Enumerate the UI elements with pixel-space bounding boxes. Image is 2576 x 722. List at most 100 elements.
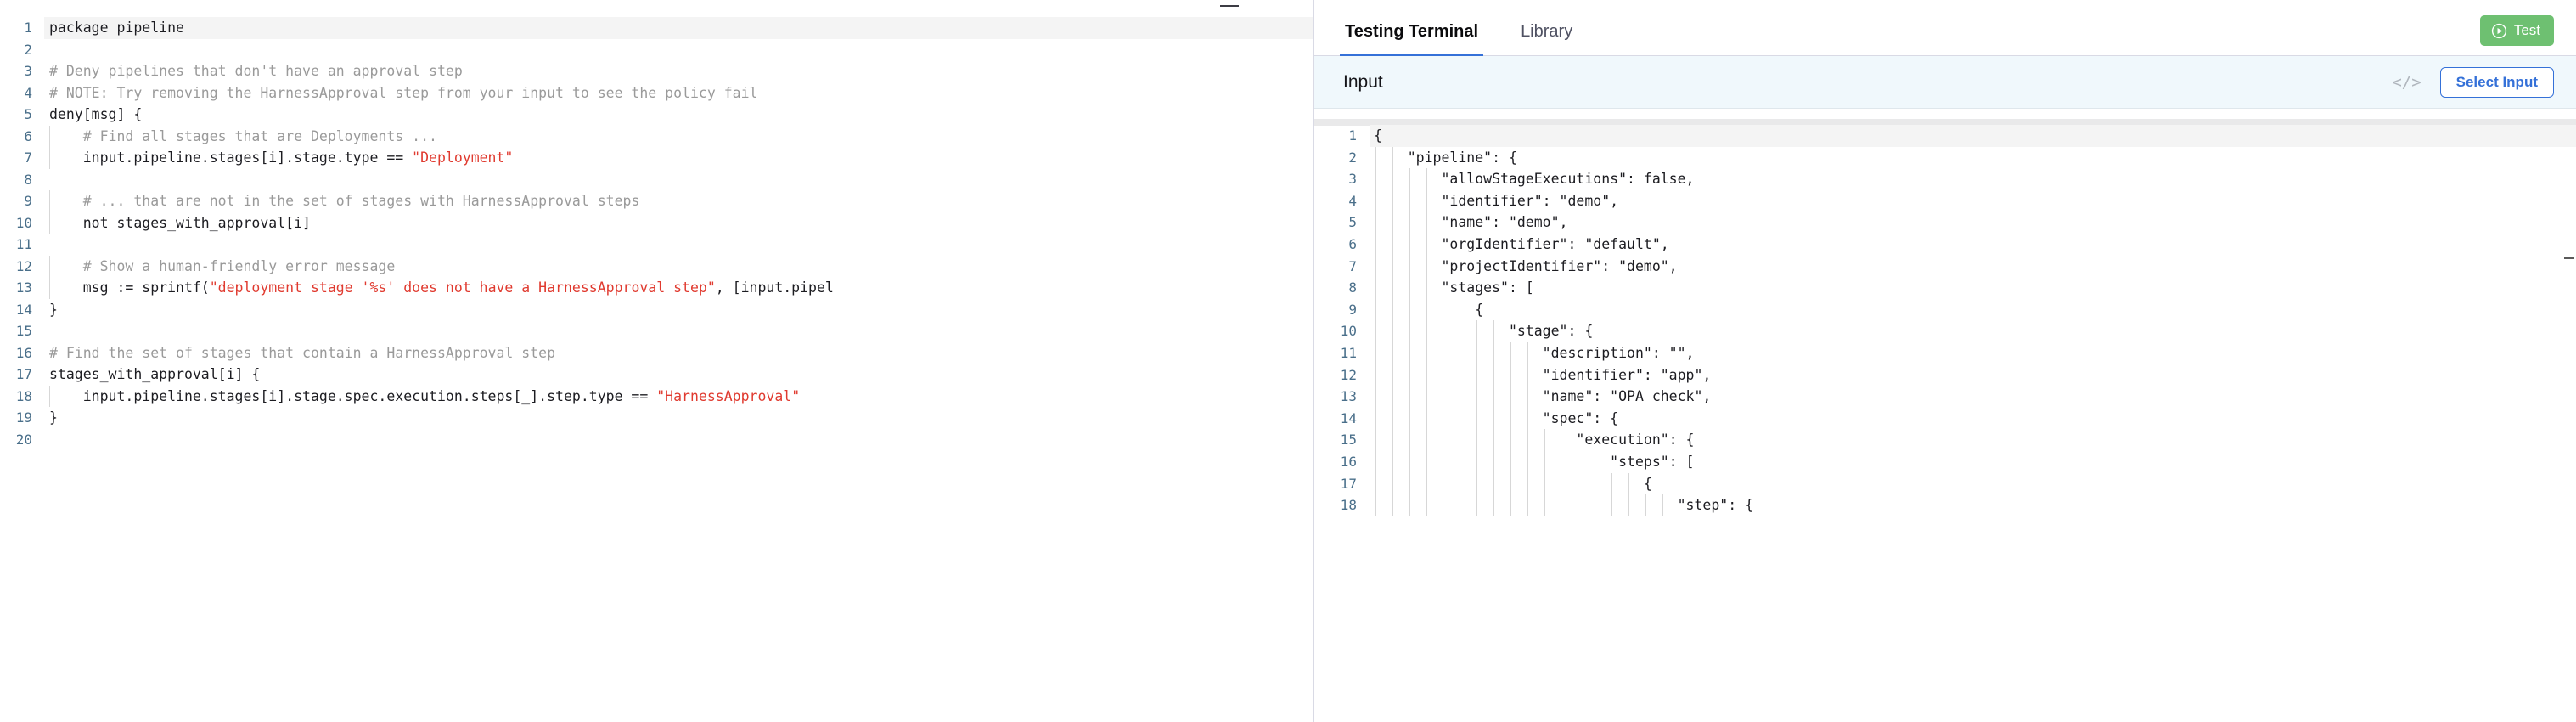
indent-guide (1409, 386, 1410, 408)
select-input-button[interactable]: Select Input (2439, 66, 2554, 98)
json-line: 7 "projectIdentifier": "demo", (1314, 255, 2576, 278)
json-line-text: "execution": { (1370, 429, 2576, 451)
json-line-number: 7 (1348, 257, 1357, 274)
json-line-number: 10 (1340, 323, 1357, 340)
indent-guide (1392, 450, 1393, 473)
code-line-number: 19 (15, 409, 32, 426)
indent-guide (1527, 450, 1528, 473)
minimize-icon[interactable] (1220, 5, 1239, 7)
json-line: 3 "allowStageExecutions": false, (1314, 168, 2576, 190)
code-token-plain: , [input.pipel (715, 279, 834, 296)
code-line-number: 6 (24, 127, 32, 144)
indent-guide (1426, 212, 1427, 234)
indent-guide (1645, 494, 1646, 516)
indent-guide (1476, 386, 1478, 408)
indent-guide (1493, 429, 1495, 451)
indent-guide (1510, 341, 1511, 364)
code-view-icon[interactable]: </> (2392, 72, 2421, 92)
json-topbar (1314, 109, 2576, 119)
code-line: 16# Find the set of stages that contain … (0, 342, 1313, 364)
indent-guide (1544, 494, 1545, 516)
code-token-plain: stages_with_approval[i] { (49, 366, 261, 382)
code-token-string: "HarnessApproval" (656, 387, 801, 404)
json-line-text: "allowStageExecutions": false, (1370, 168, 2576, 190)
code-line-number: 17 (15, 366, 32, 382)
json-line: 13 "name": "OPA check", (1314, 386, 2576, 408)
json-line: 9 { (1314, 298, 2576, 321)
code-line-text: } (44, 299, 1313, 321)
code-line-text: # Deny pipelines that don't have an appr… (44, 60, 1313, 82)
code-line: 4# NOTE: Try removing the HarnessApprova… (0, 82, 1313, 104)
code-line: 7 input.pipeline.stages[i].stage.type ==… (0, 147, 1313, 169)
indent-guide (1375, 472, 1376, 495)
code-line-text (44, 169, 1313, 191)
indent-guide (1375, 255, 1376, 278)
indent-guide (1375, 320, 1376, 342)
code-line-text: input.pipeline.stages[i].stage.type == "… (44, 147, 1313, 169)
terminal-tabbar: Testing Terminal Library Test (1314, 0, 2576, 56)
json-line-text: "orgIdentifier": "default", (1370, 233, 2576, 256)
indent-guide (1476, 407, 1478, 430)
json-line-number: 4 (1348, 192, 1357, 209)
vertical-scrollbar-mark[interactable] (2564, 257, 2574, 259)
code-line-text: stages_with_approval[i] { (44, 364, 1313, 386)
code-line: 6 # Find all stages that are Deployments… (0, 125, 1313, 147)
code-line-number: 2 (24, 41, 32, 58)
indent-guide (1426, 189, 1427, 212)
code-token-comment: # NOTE: Try removing the HarnessApproval… (49, 84, 758, 101)
json-line-number: 18 (1340, 497, 1357, 514)
code-line: 13 msg := sprintf("deployment stage '%s'… (0, 277, 1313, 299)
indent-guide (1409, 212, 1410, 234)
indent-guide (1392, 386, 1393, 408)
json-line: 12 "identifier": "app", (1314, 364, 2576, 386)
json-line: 2 "pipeline": { (1314, 146, 2576, 169)
indent-guide (1426, 386, 1427, 408)
code-line-number: 20 (15, 431, 32, 448)
json-line-number: 8 (1348, 279, 1357, 296)
test-button[interactable]: Test (2479, 15, 2554, 46)
json-line-number: 3 (1348, 171, 1357, 188)
code-token-comment: # Deny pipelines that don't have an appr… (49, 63, 463, 79)
indent-guide (1375, 298, 1376, 321)
code-token-plain: not stages_with_approval[i] (49, 214, 311, 231)
code-line-text: package pipeline (44, 17, 1313, 39)
indent-guide (1476, 320, 1478, 342)
code-token-plain: msg := sprintf( (49, 279, 210, 296)
json-line-text: "steps": [ (1370, 450, 2576, 473)
code-line: 12 # Show a human-friendly error message (0, 255, 1313, 277)
indent-guide (1493, 494, 1495, 516)
indent-guide (1476, 341, 1478, 364)
tab-library[interactable]: Library (1521, 22, 1573, 41)
test-button-label: Test (2513, 22, 2540, 38)
indent-guide (1426, 298, 1427, 321)
code-token-plain: } (49, 301, 58, 318)
indent-guide (1392, 233, 1393, 256)
indent-guide (1493, 450, 1495, 473)
indent-guide (1426, 450, 1427, 473)
json-line: 11 "description": "", (1314, 341, 2576, 364)
indent-guide (1409, 364, 1410, 386)
code-line: 17 stages_with_approval[i] { (0, 364, 1313, 386)
json-line-number: 9 (1348, 301, 1357, 318)
code-line-text (44, 429, 1313, 451)
json-line: 5 "name": "demo", (1314, 212, 2576, 234)
indent-guide (1375, 364, 1376, 386)
input-json-pane[interactable]: 1{2 "pipeline": {3 "allowStageExecutions… (1314, 109, 2576, 722)
code-line-number: 8 (24, 171, 32, 188)
code-line-text: not stages_with_approval[i] (44, 212, 1313, 234)
json-line-number: 2 (1348, 149, 1357, 166)
json-line-list: 1{2 "pipeline": {3 "allowStageExecutions… (1314, 119, 2576, 516)
json-line-text: { (1370, 298, 2576, 321)
indent-guide (1375, 450, 1376, 473)
code-line-number: 13 (15, 279, 32, 296)
indent-guide (49, 385, 50, 407)
indent-guide (1527, 386, 1528, 408)
indent-guide (1426, 494, 1427, 516)
tab-testing-terminal[interactable]: Testing Terminal (1340, 22, 1484, 56)
code-line: 15 (0, 320, 1313, 342)
json-line: 16 "steps": [ (1314, 450, 2576, 473)
